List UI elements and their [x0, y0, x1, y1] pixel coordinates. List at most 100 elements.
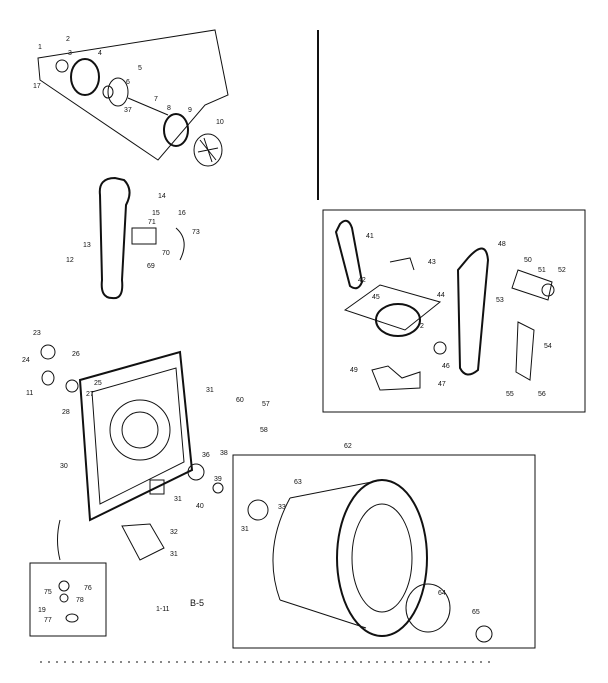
drum-group: 62 63 64 65 [232, 443, 536, 649]
inset-group: 76 75 78 77 19 [29, 562, 107, 637]
label-47: 47 [438, 381, 446, 388]
rear-bulkhead-panel [78, 350, 194, 522]
diagram-caption-small: 1-11 [156, 606, 170, 613]
label-4: 4 [98, 50, 102, 57]
thermostat-bracket [131, 227, 157, 245]
label-3: 3 [68, 50, 72, 57]
label-19: 19 [38, 607, 46, 614]
bulkhead-inner-face [91, 367, 185, 505]
label-76: 76 [84, 585, 92, 592]
bulkhead-drum-opening [109, 399, 171, 461]
thermostat-23 [40, 344, 56, 360]
label-2b: 2 [420, 323, 424, 330]
label-39: 39 [214, 476, 222, 483]
label-55: 55 [506, 391, 514, 398]
idler-bracket [515, 321, 535, 381]
exhaust-duct-group: 13 12 14 15 16 69 70 71 73 [66, 176, 200, 300]
label-58: 58 [260, 427, 268, 434]
bulkhead-bracket [149, 479, 165, 495]
motor-mount-plate [343, 284, 442, 331]
label-75: 75 [44, 589, 52, 596]
wire-lead [57, 519, 61, 561]
drum-rear-hub [247, 499, 269, 521]
drum-box [232, 454, 536, 649]
bearing-38 [187, 463, 205, 481]
label-14: 14 [158, 193, 166, 200]
label-57: 57 [262, 401, 270, 408]
idler-pulley [541, 283, 555, 297]
label-45: 45 [372, 294, 380, 301]
motor-belt-group: 41 42 43 44 45 46 47 48 49 2 50 51 52 53… [322, 209, 586, 413]
label-54: 54 [544, 343, 552, 350]
blower-assembly-group: 1 2 3 4 5 6 7 8 9 10 17 37 [33, 29, 229, 167]
label-11: 11 [26, 390, 33, 397]
idler-arm [511, 269, 553, 301]
motor-belt-box [322, 209, 586, 413]
label-62: 62 [344, 443, 352, 450]
label-6: 6 [126, 79, 130, 86]
label-43: 43 [428, 259, 436, 266]
label-52: 52 [558, 267, 566, 274]
motor-base-bracket [371, 365, 421, 391]
inset-part-78 [59, 593, 69, 603]
label-70: 70 [162, 250, 170, 257]
label-63: 63 [294, 479, 302, 486]
label-16: 16 [178, 210, 186, 217]
label-77: 77 [44, 617, 52, 624]
label-17: 17 [33, 83, 41, 90]
label-40: 40 [196, 503, 204, 510]
label-31c: 31 [170, 551, 178, 558]
label-48: 48 [498, 241, 506, 248]
label-46: 46 [442, 363, 450, 370]
label-31a: 31 [206, 387, 214, 394]
sensor-24 [41, 370, 55, 386]
sensor-25 [65, 379, 79, 393]
label-78: 78 [76, 597, 84, 604]
blower-impeller [193, 133, 223, 167]
label-53: 53 [496, 297, 504, 304]
label-36: 36 [202, 452, 210, 459]
label-13: 13 [83, 242, 91, 249]
label-41: 41 [366, 233, 374, 240]
label-31d: 31 [241, 526, 249, 533]
label-27: 27 [86, 391, 94, 398]
label-38: 38 [220, 450, 228, 457]
drum-seal-64 [405, 583, 451, 633]
bulkhead-inner-ring [121, 411, 159, 449]
label-10: 10 [216, 119, 224, 126]
blower-shaft [127, 97, 169, 116]
inset-box [29, 562, 107, 637]
washer-39 [212, 482, 224, 494]
label-42: 42 [358, 277, 366, 284]
label-28: 28 [62, 409, 70, 416]
drum-front-rim [336, 479, 428, 637]
label-23: 23 [33, 330, 41, 337]
idler-belt [334, 219, 364, 290]
label-49: 49 [350, 367, 358, 374]
label-44: 44 [437, 292, 445, 299]
label-30: 30 [60, 463, 68, 470]
label-37: 37 [124, 107, 132, 114]
drum-opening [351, 503, 413, 613]
diagram-caption: B-5 [190, 598, 204, 608]
motor-pulley [433, 341, 447, 355]
drum-baffle-65 [475, 625, 493, 643]
label-33: 33 [278, 504, 286, 511]
blower-housing-part [107, 77, 129, 107]
blower-washer [102, 85, 114, 99]
drum-belt [456, 247, 490, 376]
blower-outline-box [37, 29, 229, 161]
impeller-vanes [197, 137, 219, 163]
label-71: 71 [148, 219, 156, 226]
label-56: 56 [538, 391, 546, 398]
drive-motor [375, 303, 421, 337]
label-15: 15 [152, 210, 160, 217]
heater-duct-32 [121, 523, 165, 561]
blower-seal-ring [70, 58, 100, 96]
label-69: 69 [147, 263, 155, 270]
label-31b: 31 [174, 496, 182, 503]
blower-nut-part [55, 59, 69, 73]
label-51: 51 [538, 267, 546, 274]
label-8: 8 [167, 105, 171, 112]
